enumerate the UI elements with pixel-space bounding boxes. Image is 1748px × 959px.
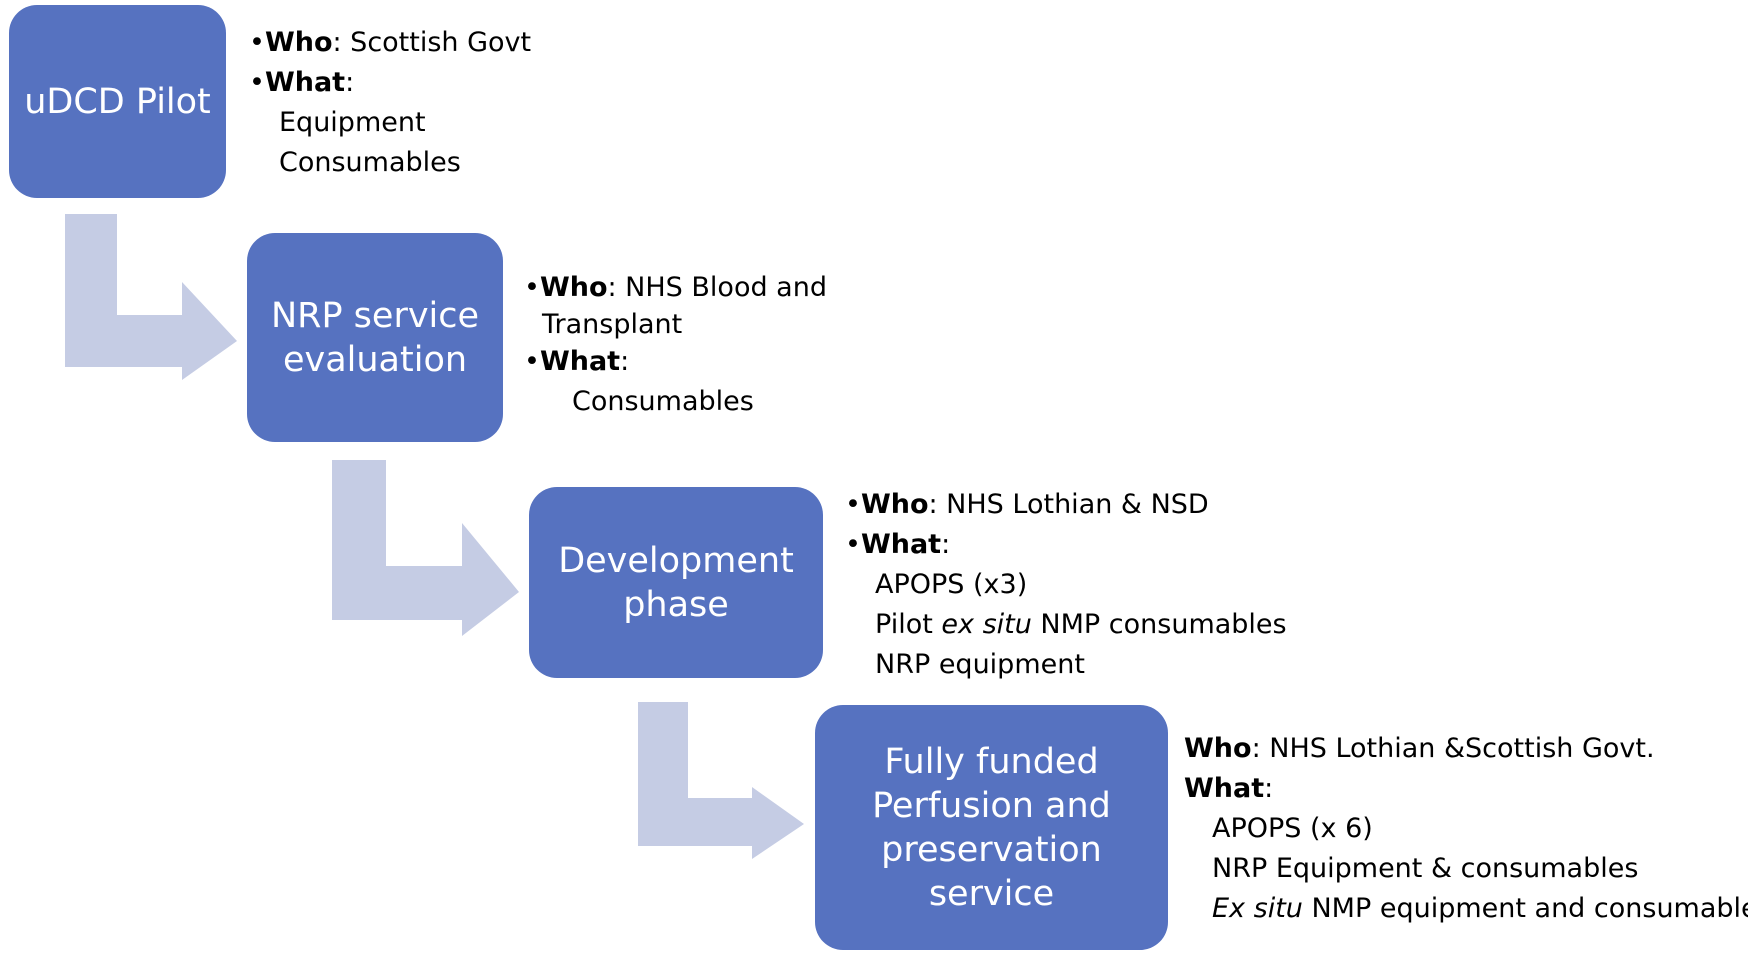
who-line: •Who: Scottish Govt xyxy=(249,27,532,58)
who-line: Who: NHS Lothian &Scottish Govt. xyxy=(1184,733,1655,764)
what-item: NRP equipment xyxy=(875,649,1085,680)
who-line: •Who: NHS Lothian & NSD xyxy=(845,489,1209,520)
what-item: APOPS (x3) xyxy=(875,569,1028,600)
step-box-udcd-pilot: uDCD Pilot xyxy=(9,5,226,198)
arrow-step3-to-step4 xyxy=(638,702,804,859)
step-title: Development phase xyxy=(558,540,794,625)
step-info-development-phase: •Who: NHS Lothian & NSD •What: APOPS (x3… xyxy=(845,485,1287,685)
what-item: Ex situ NMP equipment and consumables xyxy=(1212,893,1748,924)
what-line: •What: xyxy=(524,346,630,377)
arrow-step2-to-step3 xyxy=(332,460,519,636)
what-item: Consumables xyxy=(572,386,754,417)
what-item: Pilot ex situ NMP consumables xyxy=(875,609,1287,640)
what-item: Equipment xyxy=(279,107,426,138)
who-continuation: Transplant xyxy=(542,309,683,340)
step-info-fully-funded-service: Who: NHS Lothian &Scottish Govt. What: A… xyxy=(1184,729,1748,929)
what-line: •What: xyxy=(249,67,355,98)
step-info-nrp-service-evaluation: •Who: NHS Blood and Transplant •What: Co… xyxy=(524,268,827,422)
what-line: What: xyxy=(1184,773,1274,804)
arrow-step1-to-step2 xyxy=(65,214,237,380)
step-box-fully-funded-service: Fully funded Perfusion and preservation … xyxy=(815,705,1168,950)
who-line: •Who: NHS Blood and xyxy=(524,272,827,303)
what-line: •What: xyxy=(845,529,951,560)
what-item: Consumables xyxy=(279,147,461,178)
step-title: uDCD Pilot xyxy=(24,81,211,122)
what-item: NRP Equipment & consumables xyxy=(1212,853,1639,884)
step-box-nrp-service-evaluation: NRP service evaluation xyxy=(247,233,503,442)
step-title: Fully funded Perfusion and preservation … xyxy=(872,741,1111,914)
step-title: NRP service evaluation xyxy=(270,295,480,380)
what-item: APOPS (x 6) xyxy=(1212,813,1373,844)
step-box-development-phase: Development phase xyxy=(529,487,823,678)
step-info-udcd-pilot: •Who: Scottish Govt •What: Equipment Con… xyxy=(249,23,531,183)
